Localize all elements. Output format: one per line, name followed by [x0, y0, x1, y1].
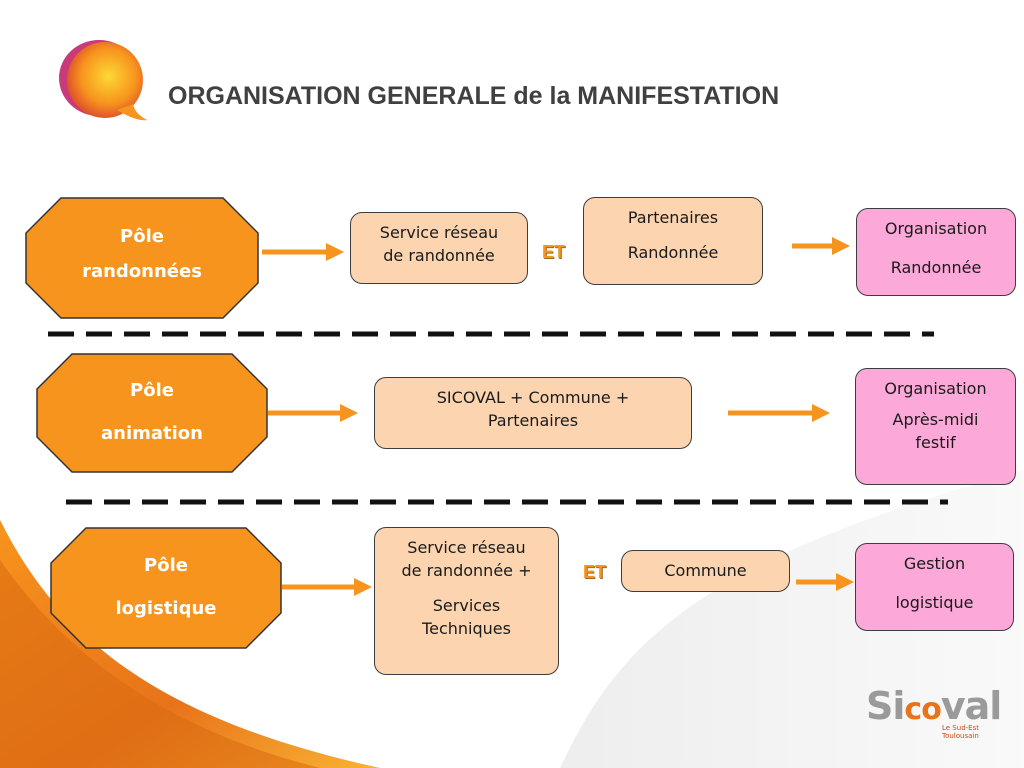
- gestion-logistique-box: Gestion logistique: [855, 543, 1014, 631]
- pole-logistique-label: Pôle logistique: [115, 555, 217, 619]
- et-label: ET: [542, 242, 566, 262]
- partenaires-randonnee-box: Partenaires Randonnée: [583, 197, 763, 285]
- pole-randonnees-octagon: [25, 197, 259, 319]
- sicoval-logo: Sicoval Le Sud-Est Toulousain: [866, 684, 1002, 740]
- arrow-icon: [282, 578, 372, 596]
- arrow-icon: [262, 243, 344, 261]
- sicoval-commune-box: SICOVAL + Commune + Partenaires: [374, 377, 692, 449]
- organisation-randonnee-box: Organisation Randonnée: [856, 208, 1016, 296]
- organisation-apres-midi-box: Organisation Après-midi festif: [855, 368, 1016, 485]
- service-techniques-box: Service réseau de randonnée + Services T…: [374, 527, 559, 675]
- et-label: ET: [583, 562, 607, 582]
- commune-box: Commune: [621, 550, 790, 592]
- pole-logistique-octagon: [50, 527, 282, 649]
- pole-animation-label: Pôle animation: [101, 380, 203, 444]
- pole-randonnees-label: Pôle randonnées: [82, 226, 202, 282]
- arrow-icon: [728, 404, 830, 422]
- service-reseau-box: Service réseau de randonnée: [350, 212, 528, 284]
- page-title: ORGANISATION GENERALE de la MANIFESTATIO…: [168, 82, 780, 110]
- bubble-logo-icon: [59, 40, 147, 121]
- arrow-icon: [268, 404, 358, 422]
- arrow-icon: [792, 237, 850, 255]
- arrow-icon: [796, 573, 854, 591]
- pole-animation-octagon: [36, 353, 268, 473]
